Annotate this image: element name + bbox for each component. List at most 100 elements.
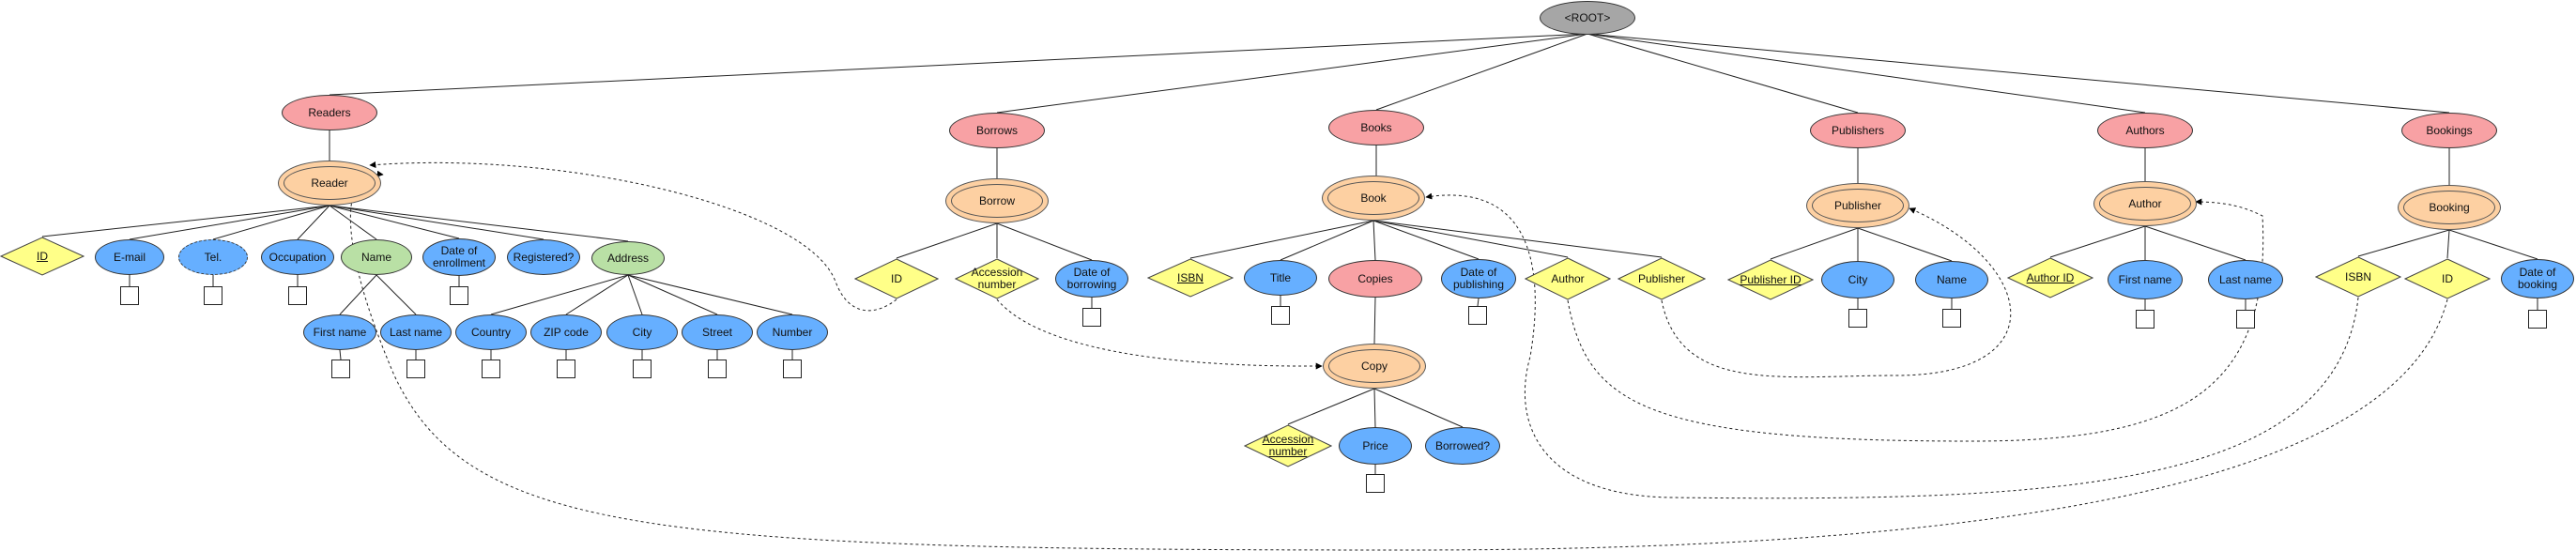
booking-id-ref[interactable]: ID — [2404, 258, 2491, 299]
reader-last-name-attr[interactable]: Last name — [380, 314, 452, 350]
reader-registered-attr[interactable]: Registered? — [507, 239, 580, 275]
reader-country-attr[interactable]: Country — [455, 314, 527, 350]
reader-name-attr[interactable]: Name — [341, 239, 412, 275]
root-edge-5 — [1587, 33, 2450, 114]
borrow-accession-number-ref[interactable]: Accession number — [955, 258, 1039, 299]
entity-author[interactable]: Author — [2093, 181, 2197, 226]
author-last-name-cardinality-box[interactable] — [2236, 310, 2255, 329]
author-id-key[interactable]: Author ID — [2007, 257, 2093, 298]
email-cardinality-box[interactable] — [120, 286, 139, 305]
booking-isbn-ref[interactable]: ISBN — [2315, 256, 2401, 298]
reader-date-of-enrollment-attr[interactable]: Date of enrollment — [422, 238, 496, 276]
author-last-name-label: Last name — [2218, 272, 2273, 286]
root-edge-3 — [1587, 33, 1859, 114]
street-cardinality-box[interactable] — [708, 360, 727, 378]
number-cardinality-box[interactable] — [783, 360, 802, 378]
book-author-ref[interactable]: Author — [1525, 257, 1611, 300]
reader-occupation-attr[interactable]: Occupation — [261, 239, 334, 275]
author-attr-edge-2 — [2144, 225, 2246, 261]
book-isbn-label: ISBN — [1176, 270, 1204, 284]
reader-last-name-label: Last name — [389, 325, 443, 339]
copy-price-attr[interactable]: Price — [1339, 427, 1412, 465]
author-first-name-attr[interactable]: First name — [2108, 260, 2183, 299]
collection-borrows[interactable]: Borrows — [949, 113, 1045, 148]
borrow-id-ref[interactable]: ID — [854, 258, 939, 299]
price-cardinality-box[interactable] — [1366, 474, 1385, 493]
copy-attr-edge-2 — [1373, 388, 1464, 428]
author-id-label: Author ID — [2026, 270, 2075, 284]
occupation-cardinality-box[interactable] — [288, 286, 307, 305]
book-attr-edge-4 — [1372, 220, 1569, 258]
author-first-name-cardinality-box[interactable] — [2136, 310, 2154, 329]
collection-authors-label: Authors — [2125, 123, 2165, 137]
reader-city-label: City — [632, 325, 652, 339]
zip-code-cardinality-box[interactable] — [557, 360, 575, 378]
last-name-cardinality-box[interactable] — [406, 360, 425, 378]
collection-books[interactable]: Books — [1328, 110, 1424, 145]
publisher-name-label: Name — [1936, 272, 1967, 286]
entity-copy[interactable]: Copy — [1323, 344, 1426, 389]
book-attr-edge-3 — [1372, 220, 1480, 260]
reader-street-attr[interactable]: Street — [682, 314, 753, 350]
entity-reader[interactable]: Reader — [278, 161, 381, 206]
reader-city-attr[interactable]: City — [606, 314, 678, 350]
date-of-publishing-cardinality-box[interactable] — [1468, 306, 1487, 325]
collection-copies[interactable]: Copies — [1328, 260, 1422, 298]
book-date-of-publishing-attr[interactable]: Date of publishing — [1441, 259, 1516, 298]
borrow-date-of-borrowing-attr[interactable]: Date of borrowing — [1055, 260, 1128, 298]
copy-borrowed-attr[interactable]: Borrowed? — [1425, 427, 1500, 465]
tel-cardinality-box[interactable] — [204, 286, 222, 305]
reader-attr-edge-5 — [329, 205, 460, 239]
reader-street-label: Street — [701, 325, 732, 339]
reader-id-key[interactable]: ID — [0, 237, 84, 276]
root-node[interactable]: <ROOT> — [1540, 1, 1635, 35]
copy-accession-number-key[interactable]: Accession number — [1244, 424, 1332, 467]
entity-author-label: Author — [2128, 196, 2162, 210]
book-publisher-label: Publisher — [1637, 271, 1686, 285]
book-publisher-ref[interactable]: Publisher — [1618, 257, 1706, 300]
publisher-name-cardinality-box[interactable] — [1942, 309, 1961, 328]
publisher-city-attr[interactable]: City — [1821, 261, 1894, 298]
reader-registered-label: Registered? — [513, 250, 575, 264]
book-isbn-key[interactable]: ISBN — [1147, 258, 1234, 298]
book-title-attr[interactable]: Title — [1244, 260, 1317, 296]
enrollment-cardinality-box[interactable] — [450, 286, 468, 305]
date-of-borrowing-cardinality-box[interactable] — [1082, 308, 1101, 327]
reader-number-attr[interactable]: Number — [757, 314, 828, 350]
root-edge-0 — [329, 33, 1588, 96]
title-cardinality-box[interactable] — [1271, 306, 1290, 325]
entity-publisher[interactable]: Publisher — [1806, 183, 1909, 228]
borrow-date-of-borrowing-label: Date of borrowing — [1066, 266, 1117, 291]
publisher-city-label: City — [1848, 272, 1868, 286]
entity-borrow[interactable]: Borrow — [945, 178, 1049, 223]
copy-borrowed-label: Borrowed? — [1434, 438, 1491, 452]
first-name-cardinality-box[interactable] — [331, 360, 350, 378]
publisher-name-attr[interactable]: Name — [1915, 261, 1988, 298]
reader-first-name-attr[interactable]: First name — [303, 314, 376, 350]
date-of-booking-cardinality-box[interactable] — [2528, 310, 2547, 329]
collection-authors[interactable]: Authors — [2097, 113, 2193, 148]
entity-publisher-label: Publisher — [1833, 198, 1882, 212]
country-cardinality-box[interactable] — [482, 360, 500, 378]
collection-publishers[interactable]: Publishers — [1810, 113, 1906, 148]
reader-zip-code-attr[interactable]: ZIP code — [530, 314, 602, 350]
entity-booking[interactable]: Booking — [2398, 185, 2501, 230]
book-publisher-to-publisher-ref — [1661, 207, 2012, 378]
booking-date-of-booking-attr[interactable]: Date of booking — [2501, 259, 2574, 298]
publisher-city-cardinality-box[interactable] — [1848, 309, 1867, 328]
borrow-id-label: ID — [891, 271, 902, 285]
collection-bookings[interactable]: Bookings — [2401, 113, 2497, 148]
author-last-name-attr[interactable]: Last name — [2208, 260, 2283, 299]
publisher-attr-edge-2 — [1857, 227, 1953, 262]
book-attr-edge-5 — [1372, 220, 1663, 258]
entity-book[interactable]: Book — [1322, 176, 1425, 221]
borrow-attr-edge-2 — [996, 222, 1093, 261]
entity-booking-label: Booking — [2429, 200, 2470, 214]
reader-address-attr[interactable]: Address — [591, 241, 665, 275]
reader-tel-attr[interactable]: Tel. — [178, 239, 248, 275]
publisher-id-key[interactable]: Publisher ID — [1727, 259, 1814, 300]
reader-email-attr[interactable]: E-mail — [95, 239, 164, 275]
city-cardinality-box[interactable] — [633, 360, 652, 378]
collection-readers[interactable]: Readers — [282, 95, 377, 130]
booking-attr-edge-1 — [2446, 229, 2450, 259]
